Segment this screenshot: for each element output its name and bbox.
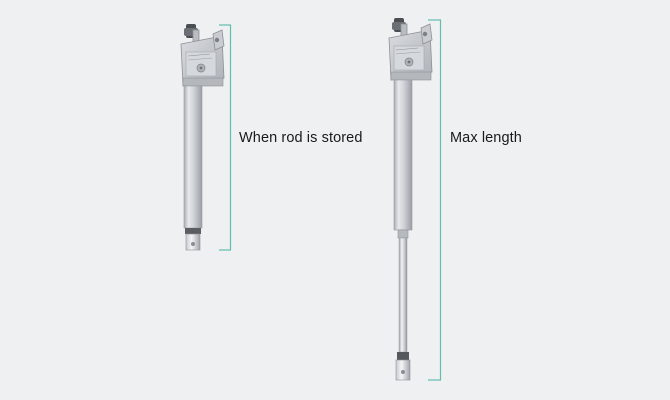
outer-tube — [183, 85, 203, 229]
length-bracket-max — [428, 19, 442, 381]
actuator-stored — [180, 24, 225, 251]
rod-end — [185, 228, 201, 251]
rod-end — [395, 352, 411, 381]
motor-housing — [180, 29, 225, 87]
top-clevis — [184, 24, 200, 45]
length-bracket-stored — [219, 24, 232, 251]
tube-collar — [397, 229, 409, 239]
actuator-extended — [388, 18, 433, 381]
label-rod-stored: When rod is stored — [239, 130, 363, 146]
inner-rod — [398, 237, 408, 353]
motor-housing — [388, 23, 433, 81]
outer-tube — [393, 79, 413, 231]
label-max-length: Max length — [450, 130, 522, 146]
